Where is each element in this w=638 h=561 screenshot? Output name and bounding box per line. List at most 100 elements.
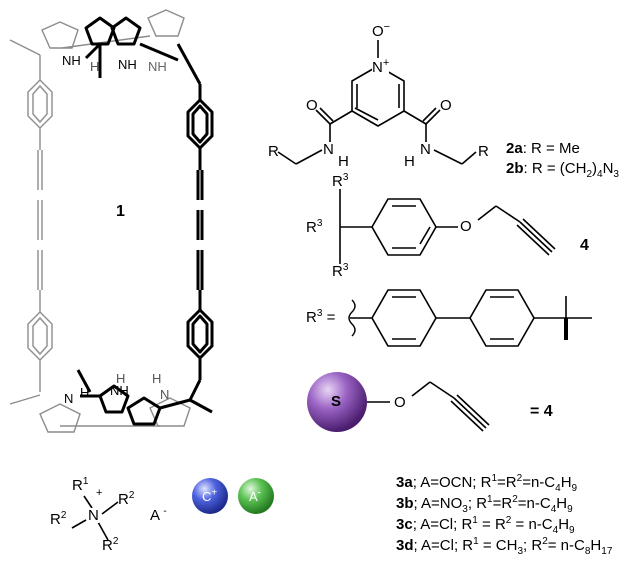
compound-4-label: 4	[580, 237, 589, 254]
compound-3b-label: 3b; A=NO3; R1=R2=n-C4H9	[396, 494, 573, 515]
amide-h-left: H	[338, 153, 349, 170]
h-label: H	[152, 371, 162, 386]
compound-3a-label: 3a; A=OCN; R1=R2=n-C4H9	[396, 473, 578, 494]
sphere-letter: S	[331, 393, 342, 410]
nh-label: NH	[148, 59, 167, 74]
amide-h-right: H	[404, 153, 415, 170]
macrocycle-front-strand	[76, 16, 214, 426]
compound-text-part: = R	[477, 516, 506, 533]
ammonium-r1: R1	[72, 476, 89, 494]
compound-text-part: 1	[473, 536, 479, 547]
compound-id: 3b	[396, 495, 414, 512]
carbonyl-o-left: O	[306, 97, 318, 114]
pyridine-ring	[351, 65, 405, 127]
compound-id: 3d	[396, 537, 414, 554]
compound-text-part: 9	[571, 483, 578, 494]
compound-text-part: ; A=Cl; R	[413, 537, 474, 554]
r3-left-label: R3	[306, 218, 323, 236]
compound-text-part: 1	[487, 494, 493, 505]
nh-label: NH	[118, 57, 137, 72]
compound-id: 3c	[396, 516, 413, 533]
amide-n-left: N	[323, 141, 334, 158]
nh-label: NH	[110, 383, 129, 398]
macrocycle-label: 1	[116, 203, 125, 220]
r3-definition-label: R3 =	[306, 308, 336, 326]
ammonium-r2-right: R2	[118, 490, 135, 508]
compound-text-part: ; R	[523, 537, 543, 554]
ammonium-salt	[71, 495, 119, 541]
ammonium-r2-left: R2	[50, 510, 67, 528]
n-label: N	[64, 391, 74, 406]
compound-text-part: 4	[550, 504, 557, 515]
h-label: H	[116, 371, 126, 386]
anion-ball	[238, 478, 274, 514]
r3-bottom-label: R3	[332, 262, 349, 280]
compound-text-part: 2	[542, 536, 548, 547]
compound-text-part: ; R	[467, 495, 488, 512]
pyridine-n-oxide	[277, 40, 477, 165]
sphere-ether-oxygen: O	[394, 394, 406, 411]
r-group-left: R	[268, 143, 279, 160]
r3-top-label: R3	[332, 172, 349, 190]
ammonium-r2-bottom: R2	[102, 536, 119, 554]
compound-text-part: =n-C	[517, 495, 551, 512]
compound-text-part: H	[558, 516, 570, 533]
compound-3c-label: 3c; A=Cl; R1 = R2 = n-C4H9	[396, 515, 575, 536]
compound-text-part: 4	[552, 525, 559, 536]
anion-ball-label: A-	[249, 487, 262, 504]
compound-2b-label: 2b: R = (CH2)4N3	[506, 160, 619, 180]
h-label: H	[80, 385, 90, 400]
carbonyl-o-right: O	[440, 97, 452, 114]
oxygen-label: O−	[372, 21, 391, 40]
ether-oxygen-label: O	[460, 218, 472, 235]
sphere-alkyne	[307, 372, 490, 432]
compound-text-part: =R	[497, 474, 517, 491]
compound-text-part: 17	[601, 546, 613, 557]
compound-text-part: = n-C	[547, 537, 585, 554]
compound-text-part: ; A=OCN; R	[412, 474, 492, 491]
sphere-equals-4: = 4	[530, 403, 553, 420]
compound-text-part: 2	[516, 473, 523, 484]
compound-id: 3a	[396, 474, 413, 491]
compound-text-part: 4	[555, 483, 561, 494]
biphenyl-ring-a	[371, 289, 437, 347]
biphenyl-ring-b	[469, 289, 535, 347]
compound-text-part: ; A=Cl; R	[412, 516, 473, 533]
compound-text-part: = CH	[478, 537, 518, 554]
compound-text-part: = n-C	[511, 516, 553, 533]
nitrogen-plus-label: N+	[372, 57, 390, 76]
r-group-right: R	[478, 143, 489, 160]
anion-label: A -	[150, 506, 167, 524]
compound-text-part: =n-C	[522, 474, 556, 491]
compound-text-part: 9	[567, 504, 573, 515]
compound-text-part: 3	[462, 504, 468, 515]
compound-text-part: H	[556, 495, 568, 512]
h-label: H	[90, 59, 100, 74]
compound-text-part: =R	[492, 495, 513, 512]
ammonium-n: N	[88, 507, 99, 524]
macrocycle-1	[9, 9, 214, 433]
compound-2a-label: 2a: R = Me	[506, 140, 580, 157]
n-label: N	[160, 387, 170, 402]
phenyl-ring-4	[371, 198, 437, 256]
alkyne-4-structure	[339, 186, 592, 347]
compound-text-part: 2	[505, 515, 512, 526]
compound-3d-label: 3d; A=Cl; R1 = CH3; R2= n-C8H17	[396, 536, 613, 557]
compound-text-part: 3	[517, 546, 524, 557]
amide-n-right: N	[420, 141, 431, 158]
compound-text-part: 1	[491, 473, 498, 484]
compound-text-part: 1	[472, 515, 478, 526]
ammonium-plus: +	[96, 487, 103, 499]
cation-ball	[192, 478, 228, 514]
cation-ball-label: C+	[202, 487, 218, 504]
macrocycle-back-strand	[9, 9, 191, 433]
compound-text-part: 8	[584, 546, 591, 557]
nh-label: NH	[62, 53, 81, 68]
compound-text-part: 2	[512, 494, 518, 505]
compound-text-part: 9	[569, 525, 575, 536]
compound-text-part: ; A=NO	[413, 495, 463, 512]
compound-text-part: H	[560, 474, 572, 491]
solid-support-sphere	[307, 372, 367, 432]
compound-text-part: H	[590, 537, 602, 554]
